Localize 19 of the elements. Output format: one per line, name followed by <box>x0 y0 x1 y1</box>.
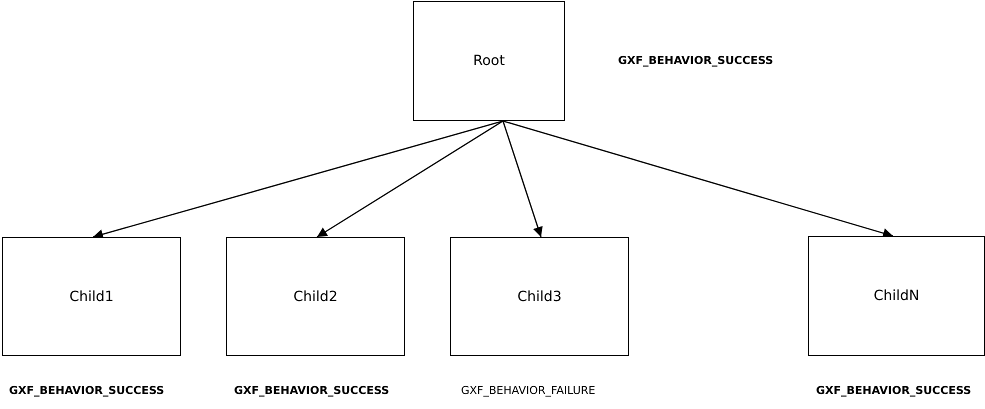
arrow <box>502 120 894 238</box>
arrow <box>316 120 504 238</box>
node-box <box>226 237 405 356</box>
node-box <box>413 1 565 121</box>
status-label: GXF_BEHAVIOR_SUCCESS <box>816 384 972 397</box>
node-label: Child2 <box>293 288 338 304</box>
status-label: GXF_BEHAVIOR_FAILURE <box>461 384 596 397</box>
node-label: Child1 <box>69 288 114 304</box>
status-label: GXF_BEHAVIOR_SUCCESS <box>9 384 164 397</box>
node-box <box>2 237 181 356</box>
node-label: Child3 <box>517 288 562 304</box>
node-label: Root <box>473 53 505 69</box>
node-box <box>450 237 629 356</box>
status-label: GXF_BEHAVIOR_SUCCESS <box>618 54 774 67</box>
status-label: GXF_BEHAVIOR_SUCCESS <box>234 384 390 397</box>
node-box <box>808 236 985 356</box>
node-label: ChildN <box>874 288 920 304</box>
arrow <box>92 120 504 240</box>
arrow <box>502 120 543 238</box>
